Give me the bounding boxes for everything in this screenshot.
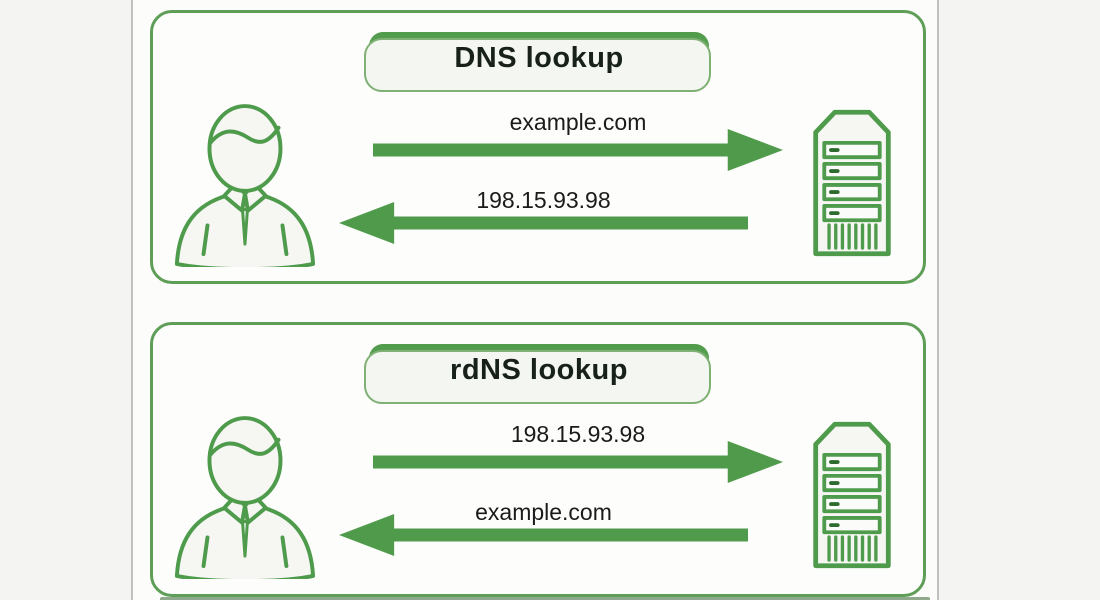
request-label: example.com (509, 109, 647, 135)
server-icon (809, 417, 895, 573)
arrow-right-icon (373, 438, 783, 486)
panel-title-badge: rdNS lookup (364, 344, 711, 404)
arrow-right-icon (373, 126, 783, 174)
panel-title: rdNS lookup (450, 353, 628, 386)
arrow-left-icon (339, 511, 748, 559)
panel-title-badge: DNS lookup (364, 32, 711, 92)
server-icon (809, 105, 895, 261)
user-icon (169, 411, 317, 579)
request-label: 198.15.93.98 (510, 421, 646, 447)
rdns-lookup-panel: rdNS lookup 198.15.93.98 example.com (150, 322, 926, 597)
arrow-left-icon (339, 199, 748, 247)
user-icon (169, 99, 317, 267)
panel-title: DNS lookup (454, 41, 624, 74)
dns-lookup-panel: DNS lookup example.com 198.15.93.98 (150, 10, 926, 284)
response-label: 198.15.93.98 (476, 187, 611, 213)
cutoff-panel-edge (160, 597, 930, 600)
response-label: example.com (475, 499, 612, 525)
